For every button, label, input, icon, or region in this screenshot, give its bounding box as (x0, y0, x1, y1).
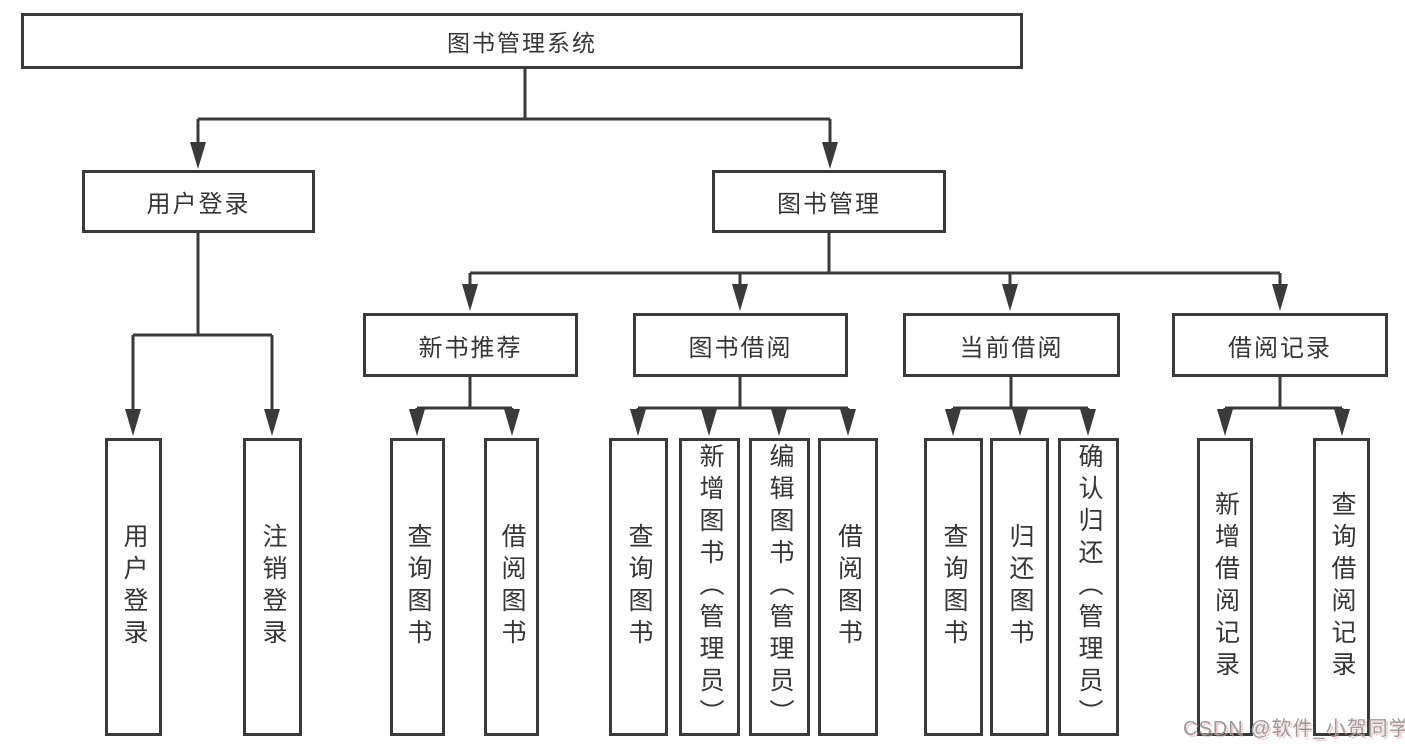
leaf-return-book: 归还图书 (990, 438, 1049, 736)
arrowheads (125, 142, 1350, 436)
node-book-management: 图书管理 (712, 170, 946, 233)
node-current-borrow: 当前借阅 (903, 313, 1120, 377)
leaf-recommend-query-book: 查询图书 (390, 438, 445, 736)
leaf-borrow-book: 借阅图书 (818, 438, 878, 736)
leaf-add-borrow-record: 新增借阅记录 (1197, 438, 1253, 736)
leaf-recommend-borrow-book: 借阅图书 (484, 438, 539, 736)
leaf-confirm-return-admin: 确认归还（管理员） (1058, 438, 1119, 736)
leaf-current-query-book: 查询图书 (924, 438, 983, 736)
node-user-login: 用户登录 (82, 170, 315, 233)
leaf-borrow-query-book: 查询图书 (609, 438, 668, 736)
leaf-add-book-admin: 新增图书（管理员） (679, 438, 740, 736)
node-root-system: 图书管理系统 (21, 13, 1023, 69)
leaf-edit-book-admin: 编辑图书（管理员） (749, 438, 810, 736)
node-borrow-records: 借阅记录 (1172, 313, 1388, 377)
leaf-logout: 注销登录 (243, 438, 302, 736)
leaf-user-login: 用户登录 (105, 438, 162, 736)
csdn-watermark: CSDN @软件_小贺同学 (1183, 718, 1405, 740)
node-new-book-recommend: 新书推荐 (363, 313, 578, 377)
node-book-borrow: 图书借阅 (633, 313, 848, 377)
leaf-query-borrow-record: 查询借阅记录 (1313, 438, 1370, 736)
